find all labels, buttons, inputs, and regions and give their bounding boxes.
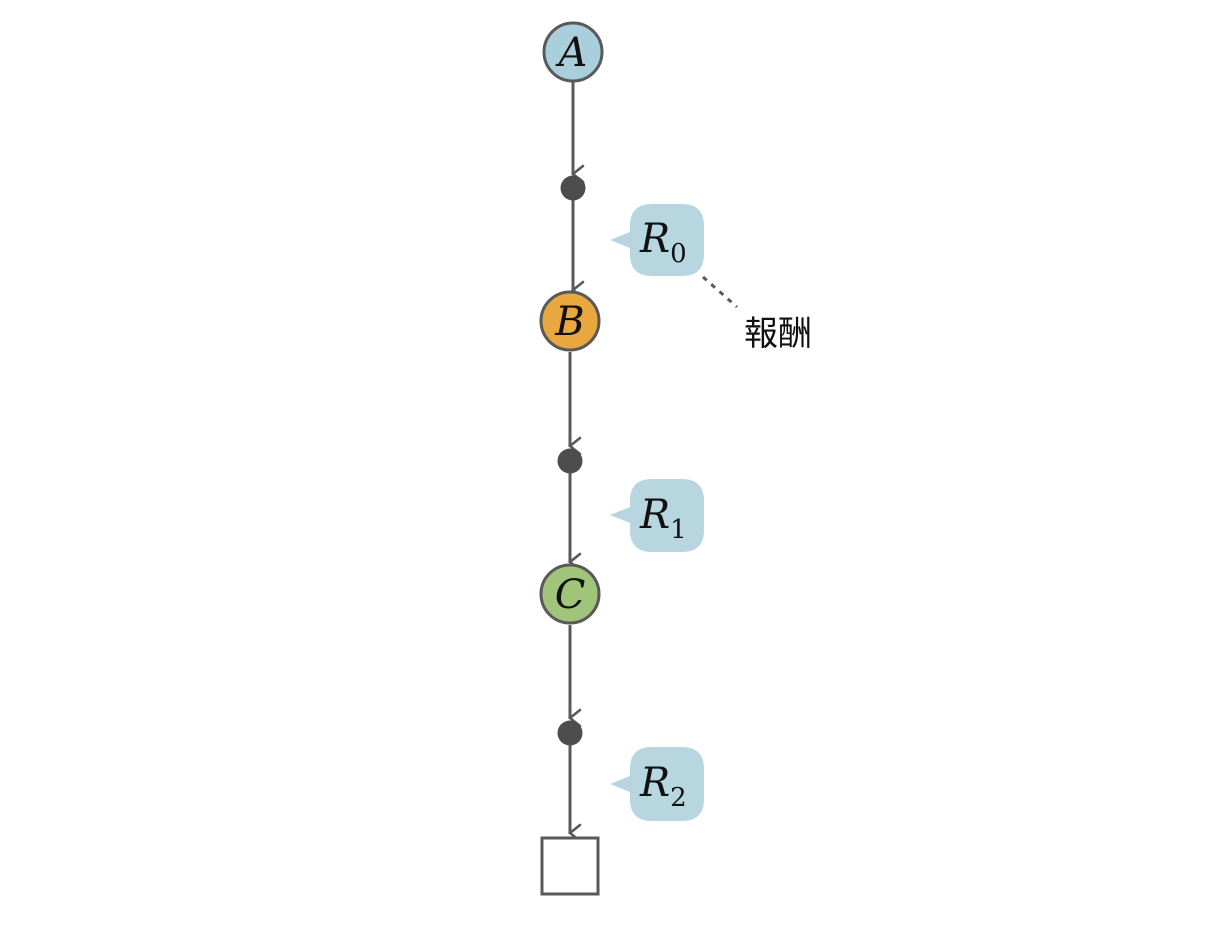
state-node-c: C — [539, 563, 601, 625]
state-node-b-label: B — [554, 299, 584, 345]
reward-bubble-0-label: R0 — [639, 216, 687, 269]
reward-bubble-1-label: R1 — [639, 492, 687, 545]
state-node-b: B — [539, 290, 601, 352]
reward-bubble-1-shape — [610, 479, 704, 552]
reward-bubble-2: R2 — [610, 747, 704, 821]
action-dot-0 — [560, 175, 586, 201]
terminal-node — [540, 836, 600, 896]
reward-bubble-1: R1 — [610, 479, 704, 552]
state-node-a-label: A — [555, 30, 588, 76]
annotation-leader-line — [702, 275, 738, 309]
state-node-c-circle — [539, 563, 601, 625]
action-dot-2 — [557, 720, 583, 746]
reward-bubble-0: R0 — [610, 204, 704, 276]
state-node-a: A — [542, 21, 604, 83]
state-node-a-circle — [542, 21, 604, 83]
reward-bubble-2-label: R2 — [639, 760, 687, 813]
state-node-b-circle — [539, 290, 601, 352]
reward-bubble-2-shape — [610, 747, 704, 821]
state-node-c-label: C — [555, 572, 586, 618]
reward-bubble-0-shape — [610, 204, 704, 276]
action-dot-1 — [557, 448, 583, 474]
annotation-reward-label: 報酬 — [744, 314, 812, 354]
